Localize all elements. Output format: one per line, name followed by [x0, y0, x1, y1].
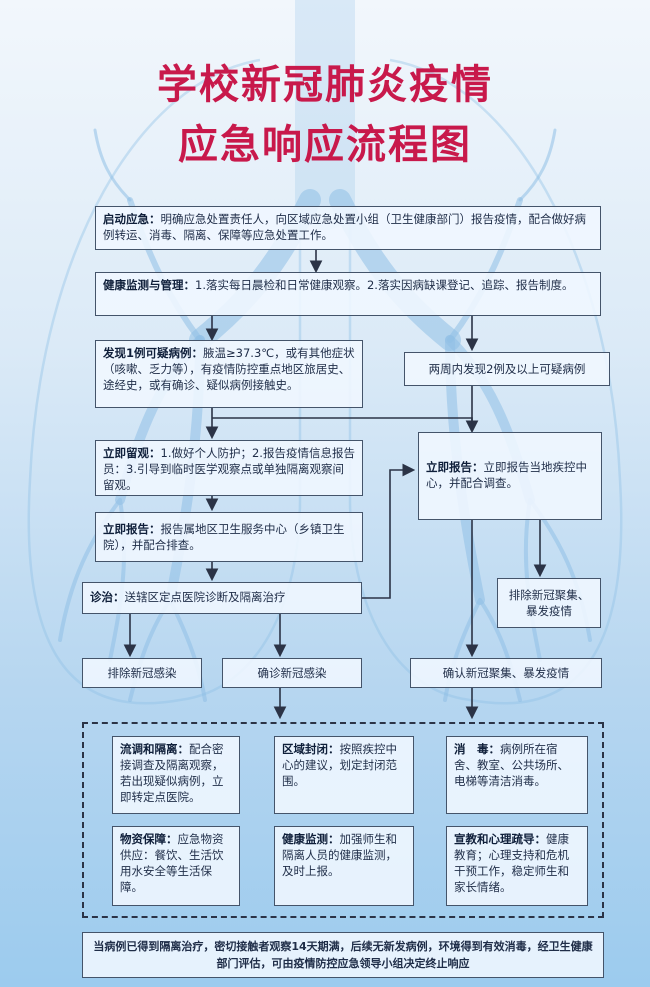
start-emergency-label: 启动应急： — [103, 212, 161, 226]
health-monitoring-box: 健康监测与管理：1.落实每日晨检和日常健康观察。2.落实因病缺课登记、追踪、报告… — [95, 272, 601, 316]
measure-tracing-isolation: 流调和隔离：配合密接调查及隔离观察，若出现疑似病例，立即转定点医院。 — [112, 736, 240, 814]
measure-material-supply: 物资保障：应急物资供应：餐饮、生活饮用水安全等生活保障。 — [112, 826, 240, 906]
two-suspected-cases-text: 两周内发现2例及以上可疑病例 — [428, 362, 586, 376]
diagnosis-treatment-box: 诊治：送辖区定点医院诊断及隔离治疗 — [82, 582, 362, 614]
health-monitoring-text: 1.落实每日晨检和日常健康观察。2.落实因病缺课登记、追踪、报告制度。 — [195, 278, 574, 292]
measure-education-counseling: 宣教和心理疏导：健康教育；心理支持和危机干预工作，稳定师生和家长情绪。 — [446, 826, 588, 906]
measure-disinfection: 消 毒：病例所在宿舍、教室、公共场所、电梯等清洁消毒。 — [446, 736, 588, 814]
immediate-observation-text: 1.做好个人防护；2.报告疫情信息报告员：3.引导到临时医学观察点或单独隔离观察… — [103, 446, 355, 492]
page-title-line2: 应急响应流程图 — [178, 122, 472, 168]
one-suspected-case-label: 发现1例可疑病例： — [103, 346, 204, 360]
immediate-observation-box: 立即留观：1.做好个人防护；2.报告疫情信息报告员：3.引导到临时医学观察点或单… — [95, 440, 363, 496]
measure-closure-text: 按照疾控中心的建议，划定封闭范围。 — [282, 742, 397, 788]
report-cdc-box: 立即报告：立即报告当地疾控中心，并配合调查。 — [418, 432, 602, 520]
page-title-line1: 学校新冠肺炎疫情 — [157, 62, 493, 108]
response-measures-frame — [82, 722, 604, 918]
confirm-infection-box: 确诊新冠感染 — [222, 658, 362, 688]
measure-supply-label: 物资保障： — [120, 832, 178, 846]
termination-condition-text: 当病例已得到隔离治疗，密切接触者观察14天期满，后续无新发病例，环境得到有效消毒… — [93, 940, 593, 970]
measure-closure-label: 区域封闭： — [282, 742, 340, 756]
confirm-cluster-box: 确认新冠聚集、暴发疫情 — [410, 658, 602, 688]
measure-supply-text: 应急物资供应：餐饮、生活饮用水安全等生活保障。 — [120, 832, 224, 894]
two-suspected-cases-box: 两周内发现2例及以上可疑病例 — [404, 352, 610, 386]
one-suspected-case-text: 腋温≥37.3℃，或有其他症状（咳嗽、乏力等），有疫情防控重点地区旅居史、途经史… — [103, 346, 355, 392]
diagnosis-text: 送辖区定点医院诊断及隔离治疗 — [124, 590, 286, 604]
measure-area-closure: 区域封闭：按照疾控中心的建议，划定封闭范围。 — [274, 736, 414, 814]
measure-education-text: 健康教育；心理支持和危机干预工作，稳定师生和家长情绪。 — [454, 832, 569, 894]
measure-health-text: 加强师生和隔离人员的健康监测，及时上报。 — [282, 832, 397, 878]
termination-condition-box: 当病例已得到隔离治疗，密切接触者观察14天期满，后续无新发病例，环境得到有效消毒… — [82, 932, 604, 978]
start-emergency-box: 启动应急：明确应急处置责任人，向区域应急处置小组（卫生健康部门）报告疫情，配合做… — [95, 206, 601, 250]
confirm-infection-text: 确诊新冠感染 — [257, 666, 327, 680]
start-emergency-text: 明确应急处置责任人，向区域应急处置小组（卫生健康部门）报告疫情，配合做好病例转运… — [103, 212, 586, 242]
measure-disinfection-text: 病例所在宿舍、教室、公共场所、电梯等清洁消毒。 — [454, 742, 569, 788]
one-suspected-case-box: 发现1例可疑病例：腋温≥37.3℃，或有其他症状（咳嗽、乏力等），有疫情防控重点… — [95, 340, 363, 408]
exclude-infection-text: 排除新冠感染 — [107, 666, 177, 680]
diagnosis-label: 诊治： — [90, 590, 125, 604]
confirm-cluster-text: 确认新冠聚集、暴发疫情 — [442, 666, 570, 680]
exclude-cluster-box: 排除新冠聚集、暴发疫情 — [497, 578, 601, 628]
measure-health-monitoring: 健康监测：加强师生和隔离人员的健康监测，及时上报。 — [274, 826, 414, 906]
measure-tracing-label: 流调和隔离： — [120, 742, 189, 756]
report-local-label: 立即报告： — [103, 522, 161, 536]
measure-disinfection-label: 消 毒： — [454, 742, 500, 756]
report-cdc-label: 立即报告： — [426, 460, 484, 474]
report-cdc-text: 立即报告当地疾控中心，并配合调查。 — [426, 460, 587, 490]
exclude-infection-box: 排除新冠感染 — [82, 658, 202, 688]
measure-health-label: 健康监测： — [282, 832, 340, 846]
exclude-cluster-text: 排除新冠聚集、暴发疫情 — [508, 588, 590, 618]
report-local-text: 报告属地区卫生服务中心（乡镇卫生院），并配合排查。 — [103, 522, 345, 552]
health-monitoring-label: 健康监测与管理： — [103, 278, 195, 292]
measure-education-label: 宣教和心理疏导： — [454, 832, 546, 846]
report-local-health-center-box: 立即报告：报告属地区卫生服务中心（乡镇卫生院），并配合排查。 — [95, 512, 363, 562]
measure-tracing-text: 配合密接调查及隔离观察，若出现疑似病例，立即转定点医院。 — [120, 742, 224, 804]
immediate-observation-label: 立即留观： — [103, 446, 161, 460]
